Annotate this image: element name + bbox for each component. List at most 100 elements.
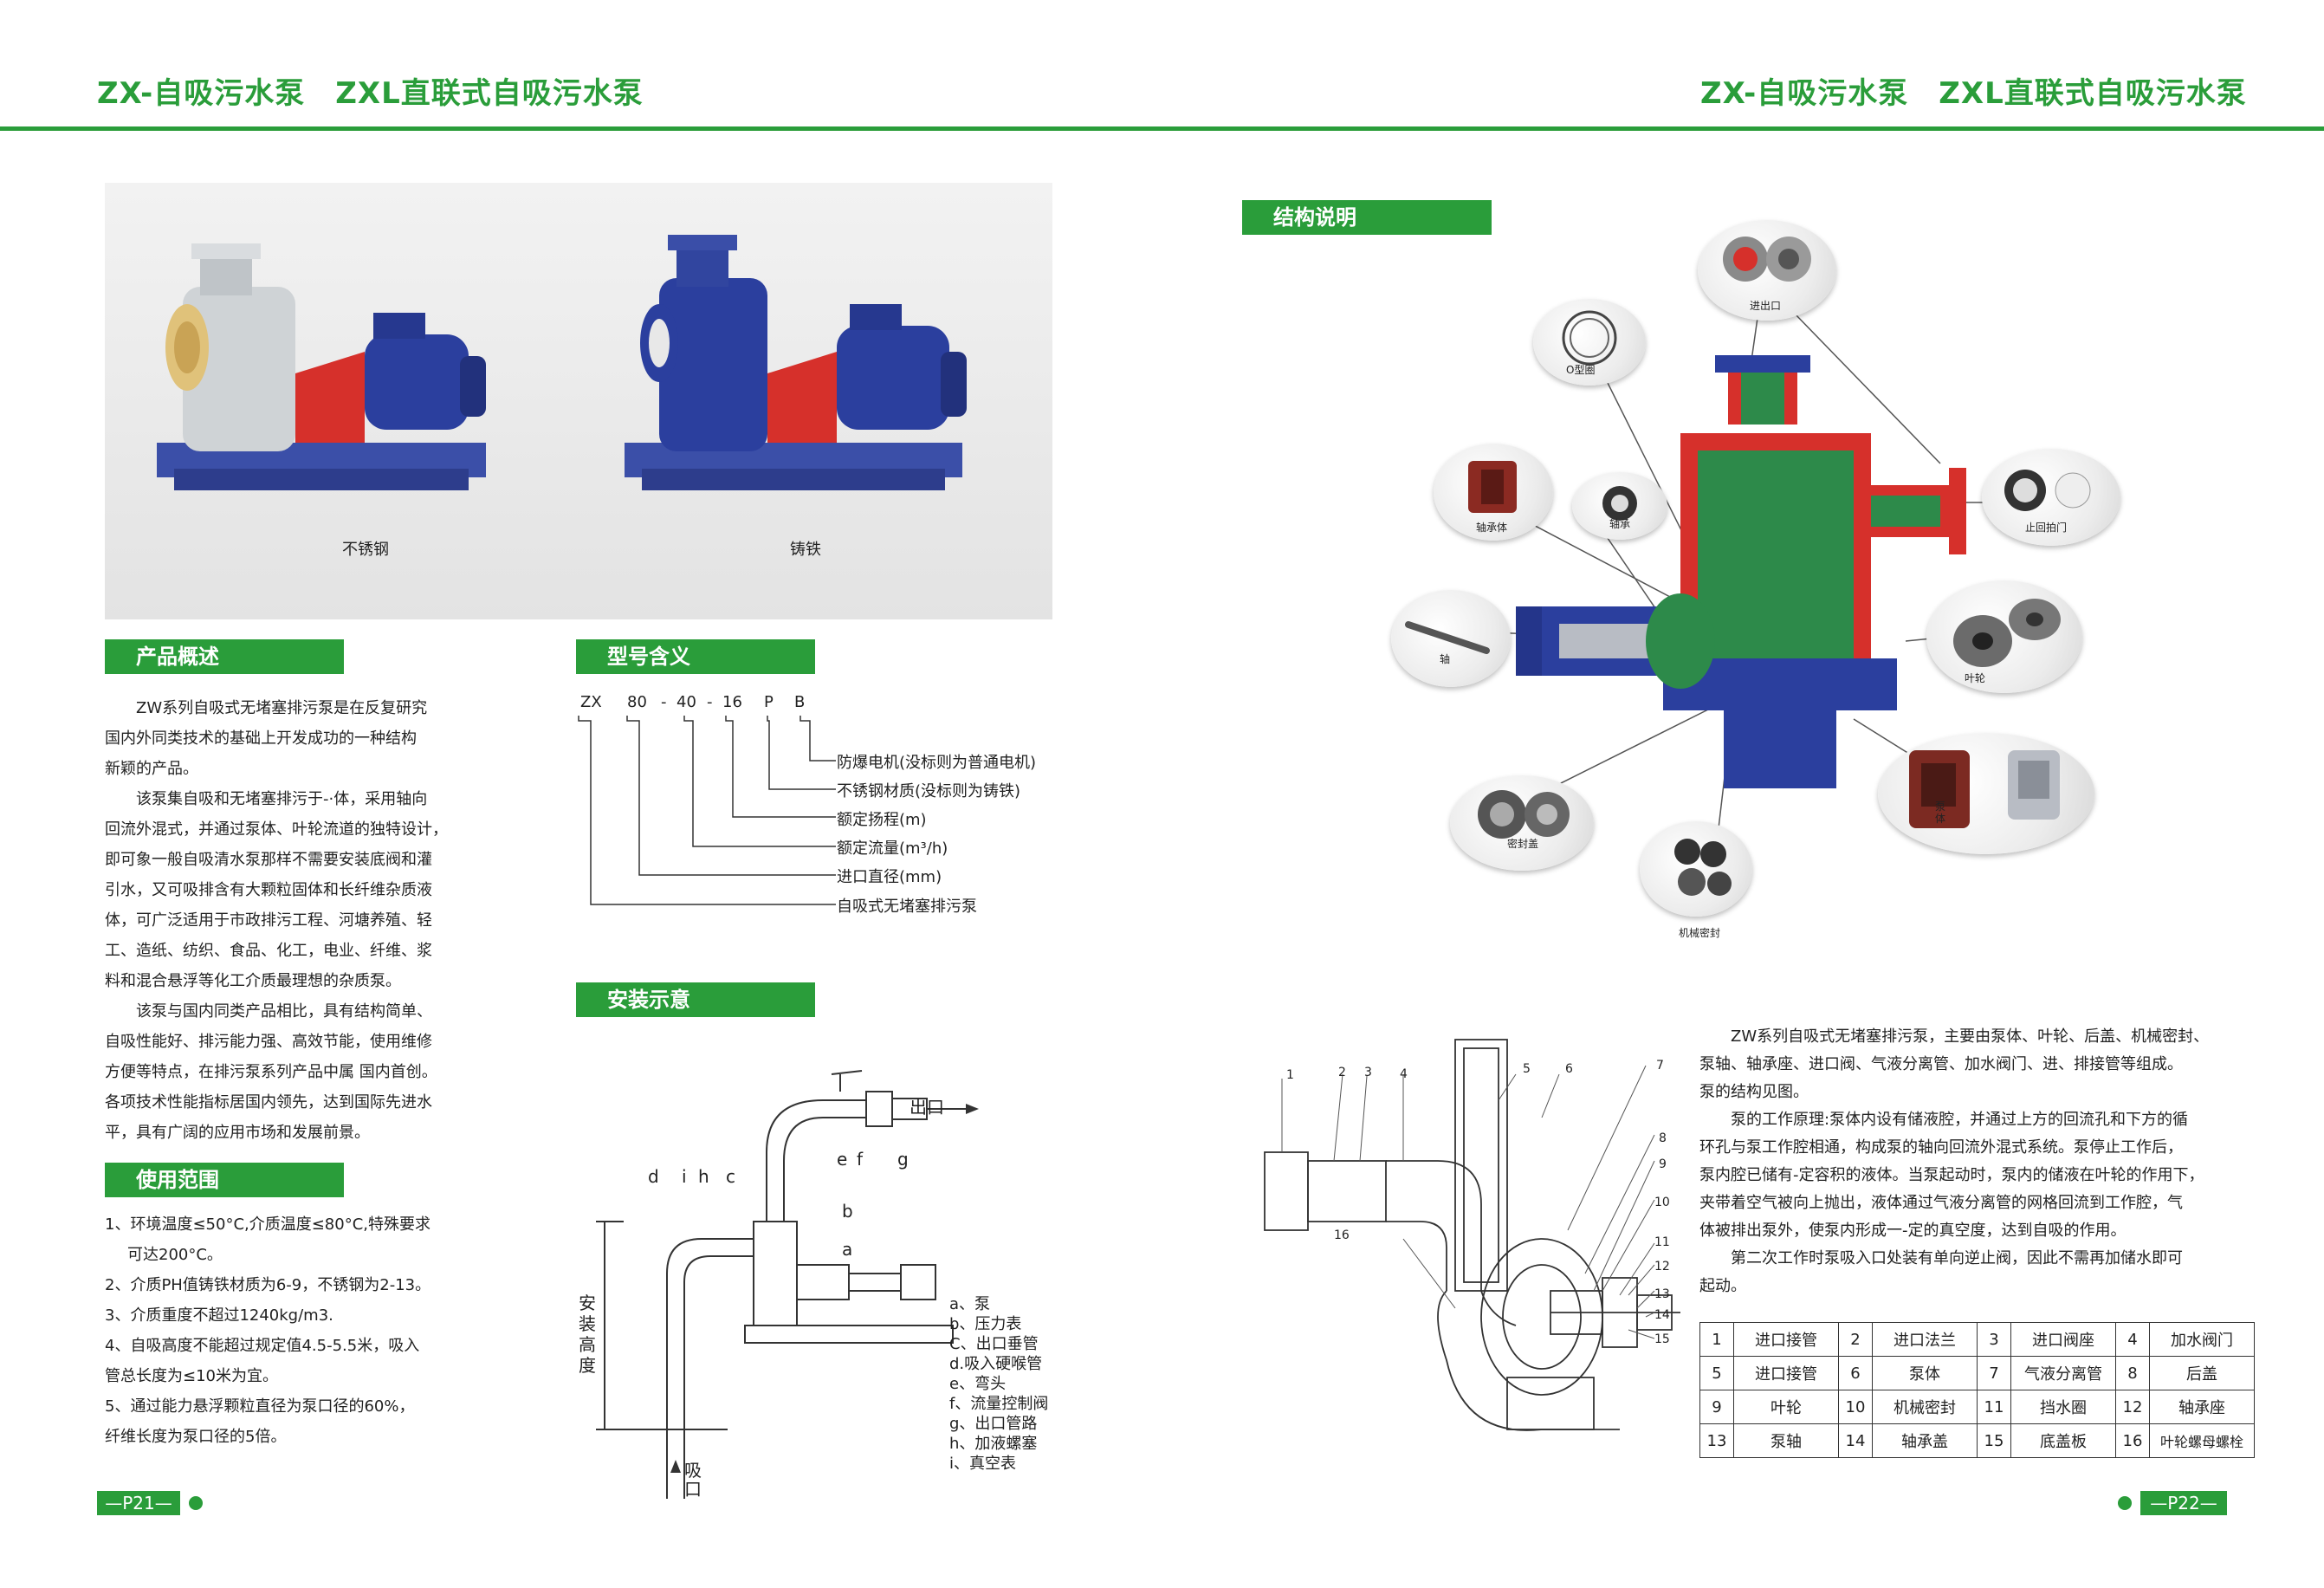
table-row: 5 进口接管 6 泵体 7 气液分离管 8 后盖	[1699, 1356, 2255, 1390]
overview-line: 国内外同类技术的基础上开发成功的一种结构	[105, 729, 417, 748]
model-code-dash1: -	[661, 693, 667, 711]
stainless-pump-image	[157, 243, 486, 490]
usage-text: 1、环境温度≤50°C,介质温度≤80°C,特殊要求 可达200°C。 2、介质…	[105, 1209, 486, 1452]
part-name: 轴承座	[2149, 1390, 2255, 1424]
parts-table: 1 进口接管 2 进口法兰 3 进口阀座 4 加水阀门 5 进口接管 6 泵体 …	[1699, 1322, 2255, 1458]
install-letter: d	[648, 1166, 659, 1187]
part-name: 轴承盖	[1872, 1423, 1978, 1458]
drawing-number: 14	[1654, 1308, 1670, 1322]
model-code-b: B	[794, 693, 806, 711]
overview-line: ZW系列自吸式无堵塞排污泵是在反复研究	[136, 699, 428, 717]
install-letter: c	[726, 1166, 735, 1187]
callout-label: 止回拍门	[2025, 522, 2068, 534]
overview-line: 方便等特点，在排污泵系列产品中属 国内首创。	[105, 1063, 437, 1081]
install-legend-item: e、弯头	[949, 1375, 1007, 1393]
drawing-number: 13	[1654, 1287, 1670, 1301]
part-number: 16	[2115, 1423, 2150, 1458]
structure-description: ZW系列自吸式无堵塞排污泵，主要由泵体、叶轮、后盖、机械密封、 泵轴、轴承座、进…	[1699, 1023, 2254, 1300]
drawing-number: 5	[1523, 1062, 1531, 1076]
description-line: ZW系列自吸式无堵塞排污泵，主要由泵体、叶轮、后盖、机械密封、	[1731, 1027, 2210, 1046]
callout-label: 轴承	[1609, 518, 1631, 530]
callout-o-ring	[1533, 299, 1646, 386]
cast-iron-caption: 铸铁	[790, 541, 821, 559]
usage-line: 管总长度为≤10米为宜。	[105, 1367, 278, 1385]
install-letter: e	[837, 1149, 848, 1170]
sectional-drawing	[1264, 1039, 1680, 1431]
part-number: 9	[1699, 1390, 1734, 1424]
callout-bearing-housing	[1434, 444, 1553, 541]
install-legend-item: a、泵	[949, 1295, 991, 1313]
drawing-number: 9	[1659, 1157, 1667, 1171]
table-row: 1 进口接管 2 进口法兰 3 进口阀座 4 加水阀门	[1699, 1322, 2255, 1357]
callout-label: 泵体	[1935, 800, 1946, 825]
usage-section-title: 使用范围	[105, 1163, 344, 1197]
model-code-zx: ZX	[580, 693, 602, 711]
overview-line: 该泵集自吸和无堵塞排污于-·体，采用轴向	[136, 790, 428, 808]
drawing-number: 10	[1654, 1196, 1670, 1209]
drawing-number: 12	[1654, 1260, 1670, 1274]
model-code-dash2: -	[707, 693, 713, 711]
suction-label: 吸口	[684, 1460, 702, 1500]
part-name: 机械密封	[1872, 1390, 1978, 1424]
overview-text: ZW系列自吸式无堵塞排污泵是在反复研究 国内外同类技术的基础上开发成功的一种结构…	[105, 693, 469, 1148]
cast-iron-pump-image	[625, 235, 967, 490]
part-name: 泵体	[1872, 1356, 1978, 1390]
overview-line: 回流外混式，并通过泵体、叶轮流道的独特设计，	[105, 820, 448, 839]
install-section-title: 安装示意	[576, 982, 815, 1017]
part-name: 挡水圈	[2010, 1390, 2116, 1424]
right-header-title: ZX-自吸污水泵 ZXL直联式自吸污水泵	[1700, 76, 2247, 111]
part-number: 8	[2115, 1356, 2150, 1390]
description-line: 泵的结构见图。	[1699, 1083, 1809, 1101]
callout-impeller	[1926, 580, 2082, 693]
model-meaning-line: 防爆电机(没标则为普通电机)	[837, 754, 1037, 772]
callout-label: 进出口	[1750, 300, 1782, 312]
drawing-number: 1	[1286, 1068, 1294, 1082]
part-name: 底盖板	[2010, 1423, 2116, 1458]
install-legend-item: h、加液螺塞	[949, 1435, 1038, 1453]
drawing-number: 15	[1654, 1332, 1670, 1346]
callout-shaft	[1391, 590, 1511, 687]
part-number: 4	[2115, 1322, 2150, 1357]
callout-label: 密封盖	[1507, 838, 1539, 850]
description-line: 体被排出泵外，使泵内形成一-定的真空度，达到自吸的作用。	[1699, 1222, 2127, 1240]
part-number: 7	[1977, 1356, 2011, 1390]
overview-line: 各项技术性能指标居国内领先，达到国际先进水	[105, 1093, 432, 1112]
part-number: 10	[1838, 1390, 1873, 1424]
callout-label: 轴承体	[1476, 522, 1508, 534]
description-line: 环孔与泵工作腔相通，构成泵的轴向回流外混式系统。泵停止工作后，	[1699, 1138, 2183, 1157]
usage-line: 2、介质PH值铸铁材质为6-9，不锈钢为2-13。	[105, 1276, 431, 1294]
callout-label: 轴	[1440, 653, 1451, 665]
part-number: 1	[1699, 1322, 1734, 1357]
part-name: 进口法兰	[1872, 1322, 1978, 1357]
part-name: 加水阀门	[2149, 1322, 2255, 1357]
overview-line: 料和混合悬浮等化工介质最理想的杂质泵。	[105, 972, 401, 990]
callout-label: 机械密封	[1679, 927, 1721, 939]
part-number: 13	[1699, 1423, 1734, 1458]
callout-label: O型圈	[1566, 364, 1596, 376]
callout-mechanical-seal	[1640, 821, 1752, 917]
install-letter: a	[842, 1239, 853, 1260]
usage-line: 4、自吸高度不能超过规定值4.5-5.5米，吸入	[105, 1337, 420, 1355]
drawing-number: 4	[1400, 1067, 1408, 1081]
right-page-dot	[2118, 1496, 2132, 1510]
description-line: 泵轴、轴承座、进口阀、气液分离管、加水阀门、进、排接管等组成。	[1699, 1055, 2183, 1073]
drawing-number: 11	[1654, 1235, 1670, 1249]
overview-line: 引水，又可吸排含有大颗粒固体和长纤维杂质液	[105, 881, 432, 899]
drawing-number: 3	[1364, 1066, 1372, 1079]
part-name: 进口接管	[1733, 1322, 1839, 1357]
install-diagram	[596, 1070, 979, 1499]
model-meaning-line: 额定流量(m³/h)	[837, 839, 948, 858]
table-row: 13 泵轴 14 轴承盖 15 底盖板 16 叶轮螺母螺栓	[1699, 1423, 2255, 1458]
description-line: 起动。	[1699, 1277, 1746, 1295]
callout-bearing	[1572, 472, 1667, 540]
model-bracket-lines	[578, 716, 836, 905]
product-photo	[105, 183, 1052, 619]
drawing-number: 7	[1656, 1059, 1664, 1073]
callout-label: 叶轮	[1965, 672, 1986, 684]
part-number: 2	[1838, 1322, 1873, 1357]
install-letter: i	[682, 1166, 687, 1187]
description-line: 泵内腔已储有-定容积的液体。当泵起动时，泵内的储液在叶轮的作用下，	[1699, 1166, 2204, 1184]
overview-line: 平，具有广阔的应用市场和发展前景。	[105, 1124, 370, 1142]
drawing-number: 8	[1659, 1131, 1667, 1145]
part-name: 进口阀座	[2010, 1322, 2116, 1357]
